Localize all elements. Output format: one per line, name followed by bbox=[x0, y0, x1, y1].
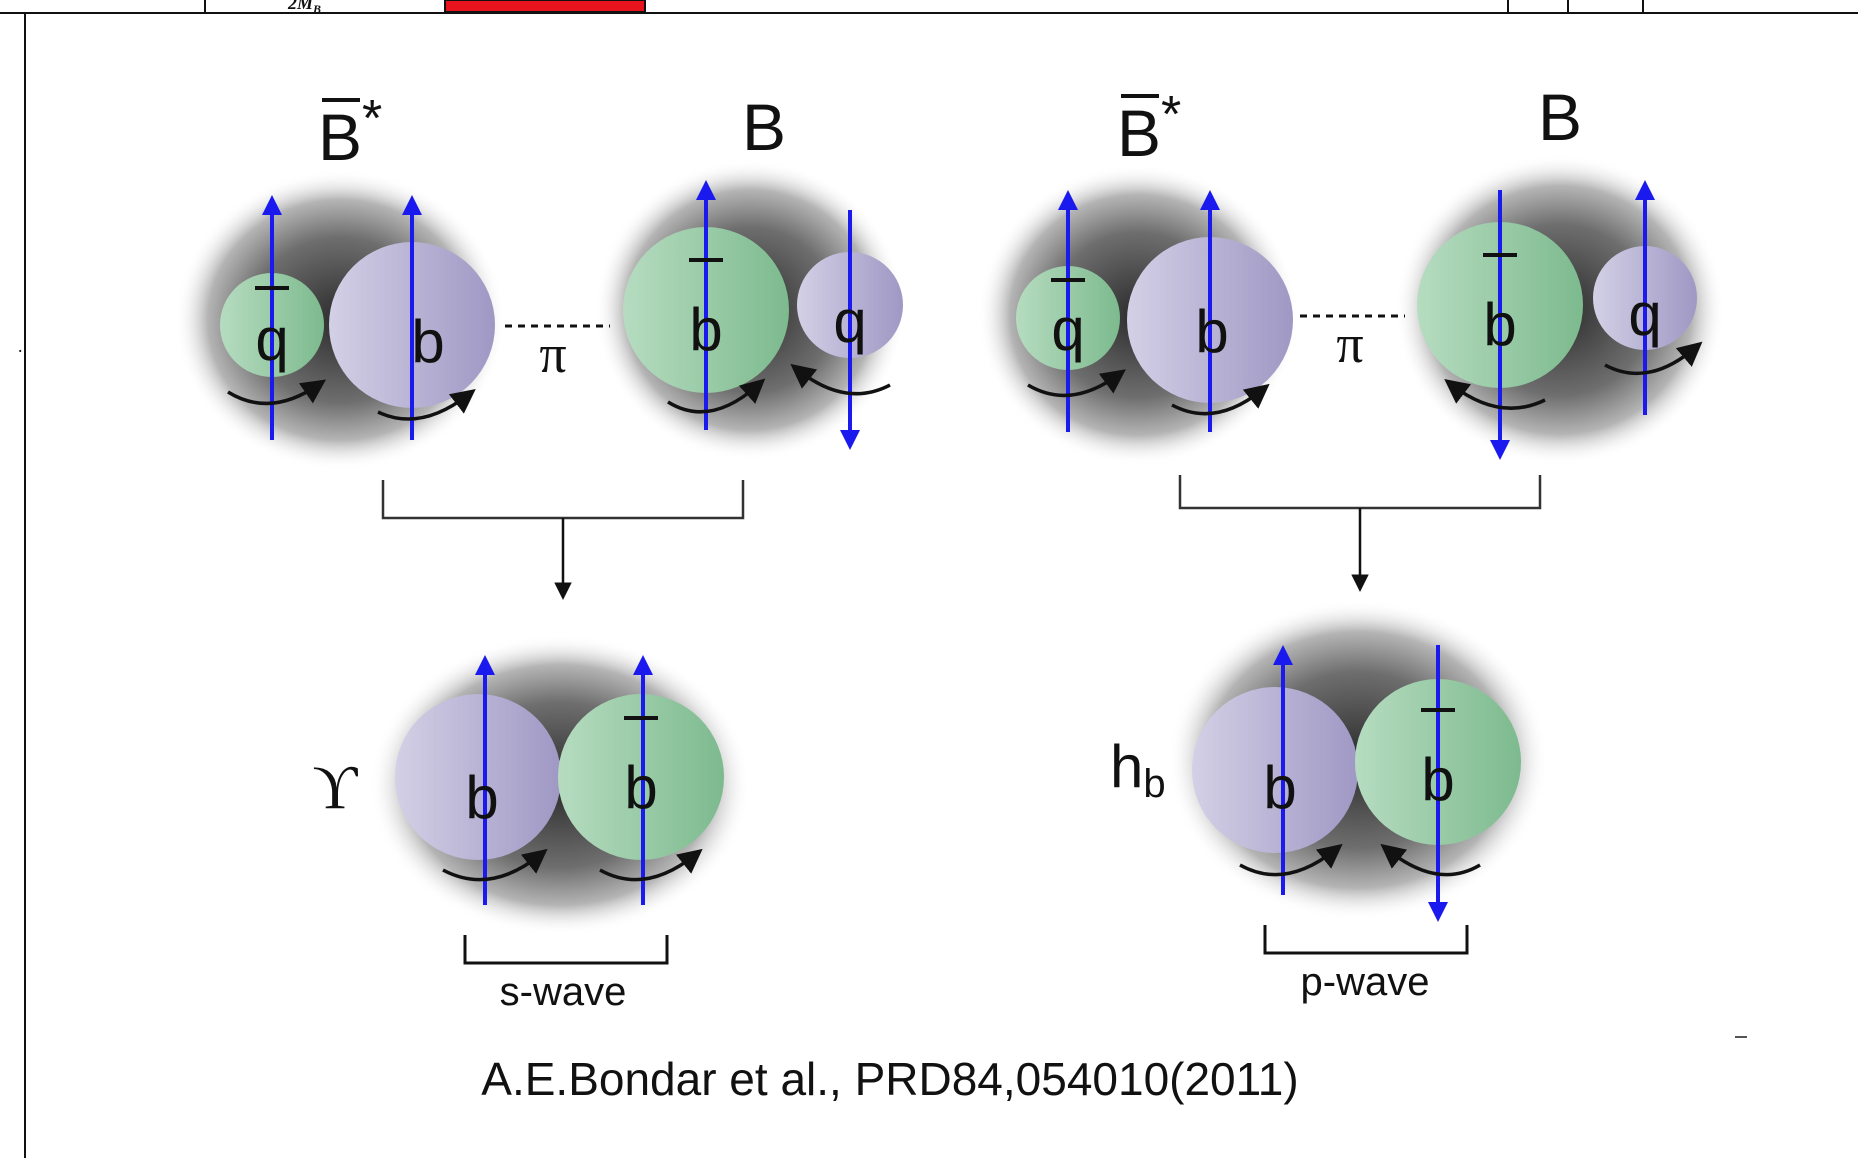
hb-label: hb bbox=[1110, 733, 1166, 806]
combination-bracket bbox=[1178, 475, 1542, 510]
wave-label: s-wave bbox=[500, 970, 627, 1014]
quark-label: b bbox=[1263, 754, 1296, 821]
quark-label: b bbox=[411, 308, 444, 375]
rotation-arrow bbox=[1444, 379, 1546, 410]
quark-label: q bbox=[833, 288, 866, 355]
header-red-cell bbox=[444, 0, 646, 13]
wave-bracket bbox=[1263, 925, 1469, 955]
quark-label: b bbox=[1195, 298, 1228, 365]
rotation-arrow bbox=[790, 363, 891, 396]
upsilon-label: ϒ bbox=[313, 754, 359, 822]
citation: A.E.Bondar et al., PRD84,054010(2011) bbox=[481, 1053, 1298, 1105]
bottom-quark-sphere bbox=[1192, 687, 1358, 853]
quark-label: q bbox=[255, 306, 288, 373]
meson-label-b: B bbox=[1538, 80, 1582, 154]
pion-label: π bbox=[1336, 314, 1363, 374]
rotation-arrow bbox=[1027, 369, 1126, 398]
rotation-arrow bbox=[1171, 383, 1270, 416]
quark-label: b bbox=[624, 754, 657, 821]
quark-label: b bbox=[1483, 291, 1516, 358]
bottom-quark-sphere bbox=[395, 694, 561, 860]
meson-label-b: B bbox=[742, 90, 786, 164]
rotation-arrow bbox=[599, 848, 703, 882]
pion-label: π bbox=[539, 324, 566, 384]
combination-bracket bbox=[381, 480, 745, 520]
right-group: B* B q b b q π b b hb bbox=[978, 80, 1725, 1004]
stray-mark: . bbox=[18, 336, 23, 356]
meson-label-bstar: B* bbox=[318, 90, 382, 174]
quark-label: q bbox=[1628, 281, 1661, 348]
header-fragment: 2MB bbox=[287, 0, 321, 16]
rotation-arrow bbox=[1239, 843, 1343, 877]
wave-label: p-wave bbox=[1301, 960, 1430, 1004]
rotation-arrow bbox=[442, 848, 548, 882]
quark-label: q bbox=[1051, 296, 1084, 363]
quark-label: b bbox=[689, 296, 722, 363]
table-fragment: 2MB bbox=[0, 0, 1858, 16]
wave-bracket bbox=[463, 935, 669, 965]
rotation-arrow bbox=[667, 378, 766, 414]
rotation-arrow bbox=[1380, 843, 1481, 877]
quark-label: b bbox=[465, 764, 498, 831]
rotation-arrow bbox=[1604, 341, 1703, 376]
left-group: B* B q b b q π bbox=[175, 90, 905, 1014]
rotation-arrow bbox=[377, 389, 476, 421]
quark-label: b bbox=[1421, 746, 1454, 813]
rotation-arrow bbox=[227, 379, 327, 406]
meson-label-bstar: B* bbox=[1117, 86, 1181, 170]
